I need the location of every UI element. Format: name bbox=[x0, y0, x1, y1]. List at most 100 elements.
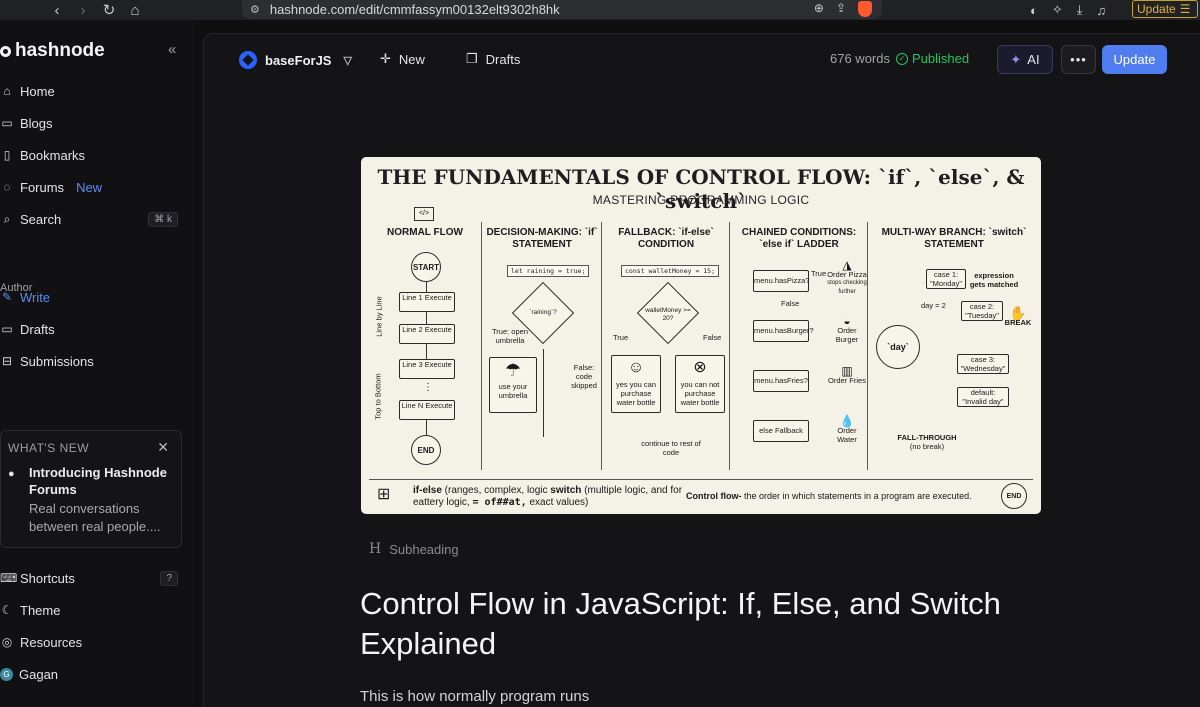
sidebar-item-shortcuts[interactable]: ⌨ Shortcuts ? bbox=[0, 566, 190, 590]
if-true-label: True: open umbrella bbox=[492, 327, 528, 345]
flow-line bbox=[426, 420, 427, 435]
else-condition: walletMoney >= 20? bbox=[645, 307, 691, 322]
subheading-button[interactable]: H Subheading bbox=[369, 541, 459, 557]
site-settings-icon[interactable]: ⚙ bbox=[250, 4, 260, 16]
matched-label: expression gets matched bbox=[969, 271, 1019, 289]
moon-icon: ☾ bbox=[1, 603, 13, 617]
browser-update-button[interactable]: Update ☰ bbox=[1132, 0, 1198, 18]
back-icon[interactable]: ‹ bbox=[54, 1, 60, 19]
flow-line bbox=[543, 349, 544, 437]
line-by-line-label: Line by Line bbox=[374, 296, 384, 337]
sidebar-item-write[interactable]: ✎ Write bbox=[1, 289, 51, 305]
whats-new-title: WHAT'S NEW bbox=[8, 441, 90, 455]
fallthrough-note: (no break) bbox=[909, 442, 945, 451]
zoom-icon[interactable]: ⊕ bbox=[813, 1, 824, 15]
music-icon[interactable]: ♫ bbox=[1096, 2, 1107, 18]
ladder-result-1: ◮ Order Pizza stops checking further bbox=[827, 258, 867, 295]
sidebar-item-bookmarks[interactable]: ▯ Bookmarks bbox=[0, 143, 190, 167]
post-title-input[interactable]: Control Flow in JavaScript: If, Else, an… bbox=[360, 586, 1001, 661]
top-to-bottom-label: Top to Bottom bbox=[373, 373, 383, 420]
ladder-true-label: True bbox=[811, 269, 827, 278]
else-false-label: False bbox=[703, 333, 722, 342]
water-drop-icon: 💧 bbox=[839, 414, 855, 428]
download-icon[interactable]: ⤓ bbox=[1076, 2, 1083, 17]
day-value: day = 2 bbox=[921, 301, 946, 310]
forum-icon: ◌ bbox=[3, 180, 11, 194]
pen-icon: ✎ bbox=[1, 290, 13, 304]
folder-icon: ▭ bbox=[1, 116, 13, 130]
blog-logo-icon bbox=[239, 51, 257, 69]
puzzle-icon[interactable]: ✧ bbox=[1051, 2, 1063, 17]
cross-circle-icon: ⊗ bbox=[693, 359, 707, 376]
shortcuts-key: ? bbox=[160, 570, 178, 586]
editor-panel: baseForJS ▽ ✛ New ❐ Drafts 676 words ✓ P… bbox=[203, 33, 1200, 707]
ladder-condition-3: menu.hasFries? bbox=[753, 370, 809, 392]
ladder-result-2: ◒ Order Burger bbox=[827, 314, 867, 344]
drafts-button[interactable]: ❐ Drafts bbox=[466, 51, 521, 67]
sidebar-item-drafts[interactable]: ▭ Drafts bbox=[1, 321, 55, 337]
author-section-label: Author bbox=[0, 282, 33, 294]
whats-new-card[interactable]: WHAT'S NEW ✕ ● Introducing Hashnode Foru… bbox=[0, 430, 182, 548]
ellipsis-dots: ⋮ bbox=[423, 382, 433, 393]
update-button[interactable]: Update bbox=[1102, 45, 1167, 74]
published-status: ✓ Published bbox=[895, 51, 969, 66]
search-shortcut: ⌘ k bbox=[148, 211, 178, 227]
yes-result: ☺ yes you can purchase water bottle bbox=[611, 355, 661, 413]
collapse-sidebar-icon[interactable]: « bbox=[168, 41, 177, 58]
address-bar[interactable]: ⚙ hashnode.com/edit/cmmfassym00132elt930… bbox=[242, 0, 882, 19]
sidebar-item-profile[interactable]: G Gagan bbox=[0, 662, 190, 686]
no-result: ⊗ you can not purchase water bottle bbox=[675, 355, 725, 413]
switch-heading: MULTI-WAY BRANCH: `switch` STATEMENT bbox=[881, 227, 1027, 250]
switch-case-3: case 3: "Wednesday" bbox=[957, 354, 1009, 374]
continue-label: continue to rest of code bbox=[641, 439, 701, 457]
drafts-copy-icon: ❐ bbox=[466, 51, 478, 66]
brave-shield-icon[interactable] bbox=[858, 1, 872, 17]
home-icon: ⌂ bbox=[3, 84, 11, 98]
column-divider bbox=[729, 222, 730, 470]
hand-stop-icon: ✋ bbox=[1009, 305, 1027, 321]
check-circle-icon: ✓ bbox=[895, 52, 908, 65]
person-icon: ☺ bbox=[627, 359, 645, 376]
sidebar-item-home[interactable]: ⌂ Home bbox=[0, 79, 190, 103]
drafts-icon: ▭ bbox=[1, 322, 13, 336]
new-button[interactable]: ✛ New bbox=[380, 51, 425, 67]
umbrella-icon: ☂ bbox=[504, 360, 522, 380]
end-node: END bbox=[411, 435, 441, 465]
burger-icon: ◒ bbox=[843, 314, 851, 328]
sidebar-item-theme[interactable]: ☾ Theme bbox=[1, 602, 61, 618]
reload-icon[interactable]: ↻ bbox=[102, 2, 116, 19]
ladder-false-label: False bbox=[781, 299, 800, 308]
pizza-icon: ◮ bbox=[842, 258, 852, 272]
else-true-label: True bbox=[613, 333, 629, 342]
flow-line bbox=[426, 282, 427, 292]
sidebar-item-submissions[interactable]: ⊟ Submissions bbox=[1, 353, 94, 369]
ai-button[interactable]: ✦ AI bbox=[997, 45, 1053, 74]
break-label: ✋ BREAK bbox=[1001, 305, 1035, 327]
sidebar-item-resources[interactable]: ◎ Resources bbox=[1, 634, 83, 650]
cover-image[interactable]: THE FUNDAMENTALS OF CONTROL FLOW: `if`, … bbox=[361, 157, 1041, 514]
ladder-result-4: 💧 Order Water bbox=[827, 414, 867, 444]
cover-title: THE FUNDAMENTALS OF CONTROL FLOW: `if`, … bbox=[377, 165, 1025, 213]
search-icon: ⌕ bbox=[3, 211, 11, 226]
flow-line bbox=[426, 344, 427, 359]
cover-footer-right: Control flow- the order in which stateme… bbox=[686, 491, 972, 501]
more-options-button[interactable]: ••• bbox=[1061, 45, 1096, 74]
avatar: G bbox=[0, 667, 13, 681]
blog-switcher[interactable]: baseForJS ▽ bbox=[239, 51, 352, 69]
sidebar-item-forums[interactable]: ◌ Forums New bbox=[0, 175, 190, 199]
fries-icon: ▥ bbox=[841, 364, 853, 378]
if-code: let raining = true; bbox=[507, 265, 590, 277]
extension-icon[interactable]: ◐ bbox=[1030, 2, 1038, 18]
sidebar-item-blogs[interactable]: ▭ Blogs bbox=[1, 115, 53, 131]
share-icon[interactable]: ⇪ bbox=[835, 1, 846, 15]
close-icon[interactable]: ✕ bbox=[157, 439, 169, 455]
umbrella-result: ☂ use your umbrella bbox=[489, 357, 537, 413]
forward-icon[interactable]: › bbox=[80, 1, 86, 19]
sidebar-item-search[interactable]: ⌕ Search ⌘ k bbox=[0, 207, 190, 231]
hashnode-logo[interactable]: hashnode bbox=[0, 40, 105, 62]
post-body-editor[interactable]: This is how normally program runs bbox=[360, 688, 590, 705]
code-tag-icon: </> bbox=[414, 207, 434, 221]
resources-icon: ◎ bbox=[1, 635, 13, 649]
word-count: 676 words ✓ Published bbox=[830, 51, 970, 66]
home-browser-icon[interactable]: ⌂ bbox=[130, 1, 140, 19]
